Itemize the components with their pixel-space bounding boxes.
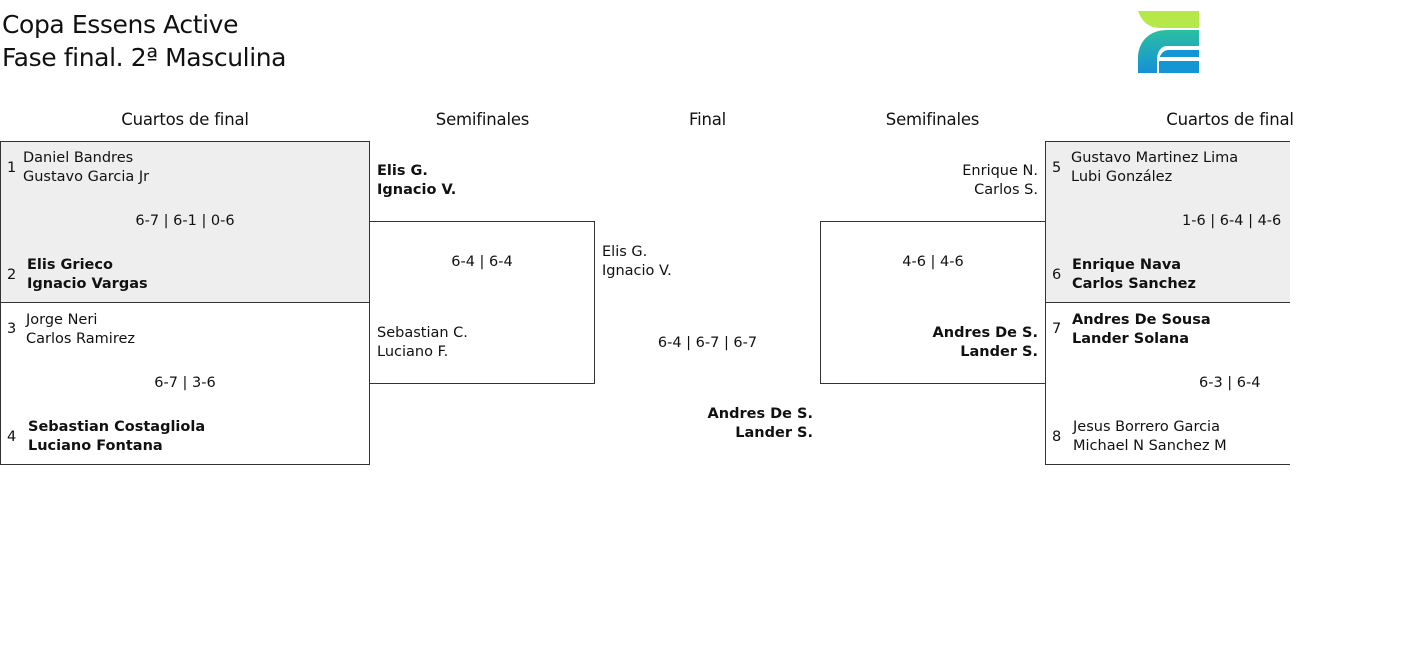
player-name: Sebastian Costagliola	[28, 419, 206, 435]
match-box-left-qf1	[0, 141, 370, 303]
page-subtitle: Fase final. 2ª Masculina	[2, 43, 287, 72]
player-name: Gustavo Martinez Lima	[1071, 150, 1239, 166]
seed-number: 3	[7, 321, 17, 337]
player-name: Elis Grieco	[27, 257, 113, 273]
player-name: Michael N Sanchez M	[1073, 438, 1227, 454]
team-rsf-top: Enrique N. Carlos S.	[826, 162, 1038, 200]
match-score: 6-7 | 3-6	[154, 375, 216, 391]
player-name: Daniel Bandres	[23, 150, 134, 166]
seed-number: 5	[1052, 160, 1062, 176]
match-score: 6-7 | 6-1 | 0-6	[135, 213, 235, 229]
player-name: Jorge Neri	[26, 312, 98, 328]
player-name: Jesus Borrero Garcia	[1073, 419, 1220, 435]
final-score: 6-4 | 6-7 | 6-7	[657, 335, 758, 351]
seed-number: 2	[7, 267, 17, 283]
player-name: Andres De S.	[707, 406, 813, 422]
round-header-right-quarters: Cuartos de final	[1166, 110, 1294, 129]
round-header-final: Final	[688, 110, 727, 129]
match-box-right-qf1	[1045, 141, 1290, 303]
player-name: Lander Solana	[1072, 331, 1190, 347]
player-name: Enrique N.	[962, 163, 1038, 179]
bracket-page: Copa Essens Active Fase final. 2ª Mascul…	[0, 10, 1294, 465]
player-name: Ignacio Vargas	[27, 276, 148, 292]
player-name: Lander S.	[960, 344, 1038, 360]
match-score: 6-4 | 6-4	[451, 254, 513, 270]
match-score: 6-3 | 6-4	[1199, 375, 1261, 391]
seed-number: 6	[1052, 267, 1062, 283]
seed-number: 4	[7, 429, 17, 445]
match-score: 1-6 | 6-4 | 4-6	[1182, 213, 1282, 229]
player-name: Andres De Sousa	[1072, 312, 1211, 328]
player-name: Gustavo Garcia Jr	[23, 169, 150, 185]
player-name: Carlos Ramirez	[26, 331, 136, 347]
player-name: Luciano F.	[377, 344, 449, 360]
round-header-right-semis: Semifinales	[885, 110, 980, 129]
round-header-left-semis: Semifinales	[435, 110, 530, 129]
player-name: Andres De S.	[932, 325, 1038, 341]
player-name: Lubi González	[1071, 169, 1173, 185]
match-box-right-qf2	[1045, 302, 1290, 465]
player-name: Ignacio V.	[602, 263, 672, 279]
match-box-left-sf	[369, 221, 595, 384]
seed-number: 1	[7, 160, 17, 176]
team-rqf2-bottom: Jesus Borrero Garcia Michael N Sanchez M	[1073, 418, 1227, 456]
seed-number: 7	[1052, 321, 1062, 337]
team-rqf1-top: Gustavo Martinez Lima Lubi González	[1071, 149, 1238, 187]
team-rqf1-bottom-winner: Enrique Nava Carlos Sanchez	[1072, 256, 1196, 294]
page-title: Copa Essens Active	[2, 10, 239, 39]
team-lqf2-top: Jorge Neri Carlos Ramirez	[26, 311, 135, 349]
player-name: Carlos S.	[974, 182, 1038, 198]
player-name: Sebastian C.	[377, 325, 468, 341]
player-name: Enrique Nava	[1072, 257, 1182, 273]
player-name: Elis G.	[377, 163, 428, 179]
team-lqf2-bottom-winner: Sebastian Costagliola Luciano Fontana	[28, 418, 205, 456]
match-score: 4-6 | 4-6	[902, 254, 964, 270]
player-name: Carlos Sanchez	[1072, 276, 1196, 292]
round-header-left-quarters: Cuartos de final	[121, 110, 249, 129]
player-name: Lander S.	[735, 425, 813, 441]
team-final-bottom-champion: Andres De S. Lander S.	[600, 405, 813, 443]
team-lsf-top-winner: Elis G. Ignacio V.	[377, 162, 456, 200]
player-name: Elis G.	[602, 244, 648, 260]
team-lqf1-top: Daniel Bandres Gustavo Garcia Jr	[23, 149, 149, 187]
team-final-top: Elis G. Ignacio V.	[602, 243, 672, 281]
team-lqf1-bottom-winner: Elis Grieco Ignacio Vargas	[27, 256, 148, 294]
seed-number: 8	[1052, 429, 1062, 445]
player-name: Ignacio V.	[377, 182, 457, 198]
player-name: Luciano Fontana	[28, 438, 163, 454]
team-rsf-bottom-winner: Andres De S. Lander S.	[826, 324, 1038, 362]
team-rqf2-top-winner: Andres De Sousa Lander Solana	[1072, 311, 1211, 349]
brand-logo-icon	[1138, 11, 1199, 73]
team-lsf-bottom: Sebastian C. Luciano F.	[377, 324, 468, 362]
